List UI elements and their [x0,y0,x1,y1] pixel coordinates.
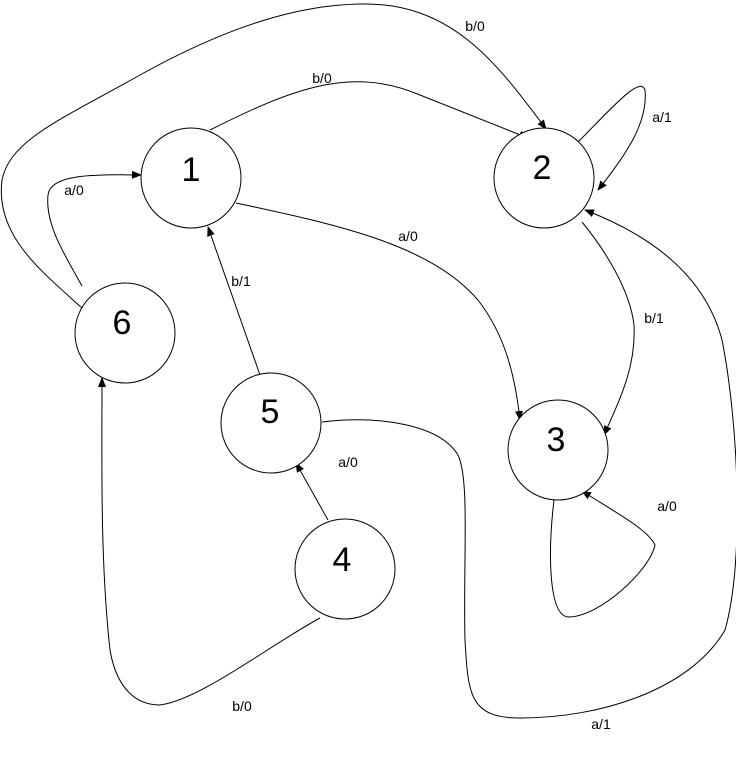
edge-1-to-2 [209,81,529,139]
edge-5-to-2 [321,209,736,719]
state-label: 2 [533,149,552,187]
edge-labels: b/0 a/0 a/1 b/1 a/0 a/0 b/0 b/1 a/1 a/0 … [64,18,677,732]
state-5: 5 [220,372,322,474]
state-circle [493,127,595,229]
edge-2-to-2 [577,85,646,191]
edge-label-3-to-3: a/0 [657,498,677,514]
edge-6-to-1 [47,170,142,287]
edge-label-1-to-2: b/0 [312,70,332,86]
edge-3-to-3 [550,490,656,618]
edge-label-1-to-3: a/0 [398,228,418,244]
edge-label-6-to-2: b/0 [465,18,485,34]
edge-label-2-to-3: b/1 [644,310,664,326]
edge-label-4-to-5: a/0 [338,454,358,470]
state-3: 3 [507,399,609,501]
state-label: 6 [113,304,132,342]
states: 1 2 3 4 5 6 [74,127,609,620]
edges [0,3,736,719]
edge-1-to-3 [235,202,523,421]
edge-label-2-to-2: a/1 [652,109,672,125]
edge-label-6-to-1: a/0 [64,182,84,198]
state-4: 4 [294,518,396,620]
edge-4-to-5 [295,462,329,521]
edge-2-to-3 [581,221,635,436]
state-label: 1 [182,151,201,189]
state-label: 3 [547,421,566,459]
state-label: 4 [333,541,352,579]
state-6: 6 [74,282,176,384]
edge-label-4-to-6: b/0 [232,698,252,714]
edge-4-to-6 [97,377,321,706]
edge-label-5-to-2: a/1 [591,716,611,732]
edge-6-to-2 [0,3,547,309]
state-circle [140,127,242,229]
edge-5-to-1 [207,226,261,376]
state-circle [220,372,322,474]
state-1: 1 [140,127,242,229]
state-circle [294,518,396,620]
state-2: 2 [493,127,595,229]
edge-label-5-to-1: b/1 [231,273,251,289]
state-circle [507,399,609,501]
state-circle [74,282,176,384]
state-label: 5 [261,393,280,431]
